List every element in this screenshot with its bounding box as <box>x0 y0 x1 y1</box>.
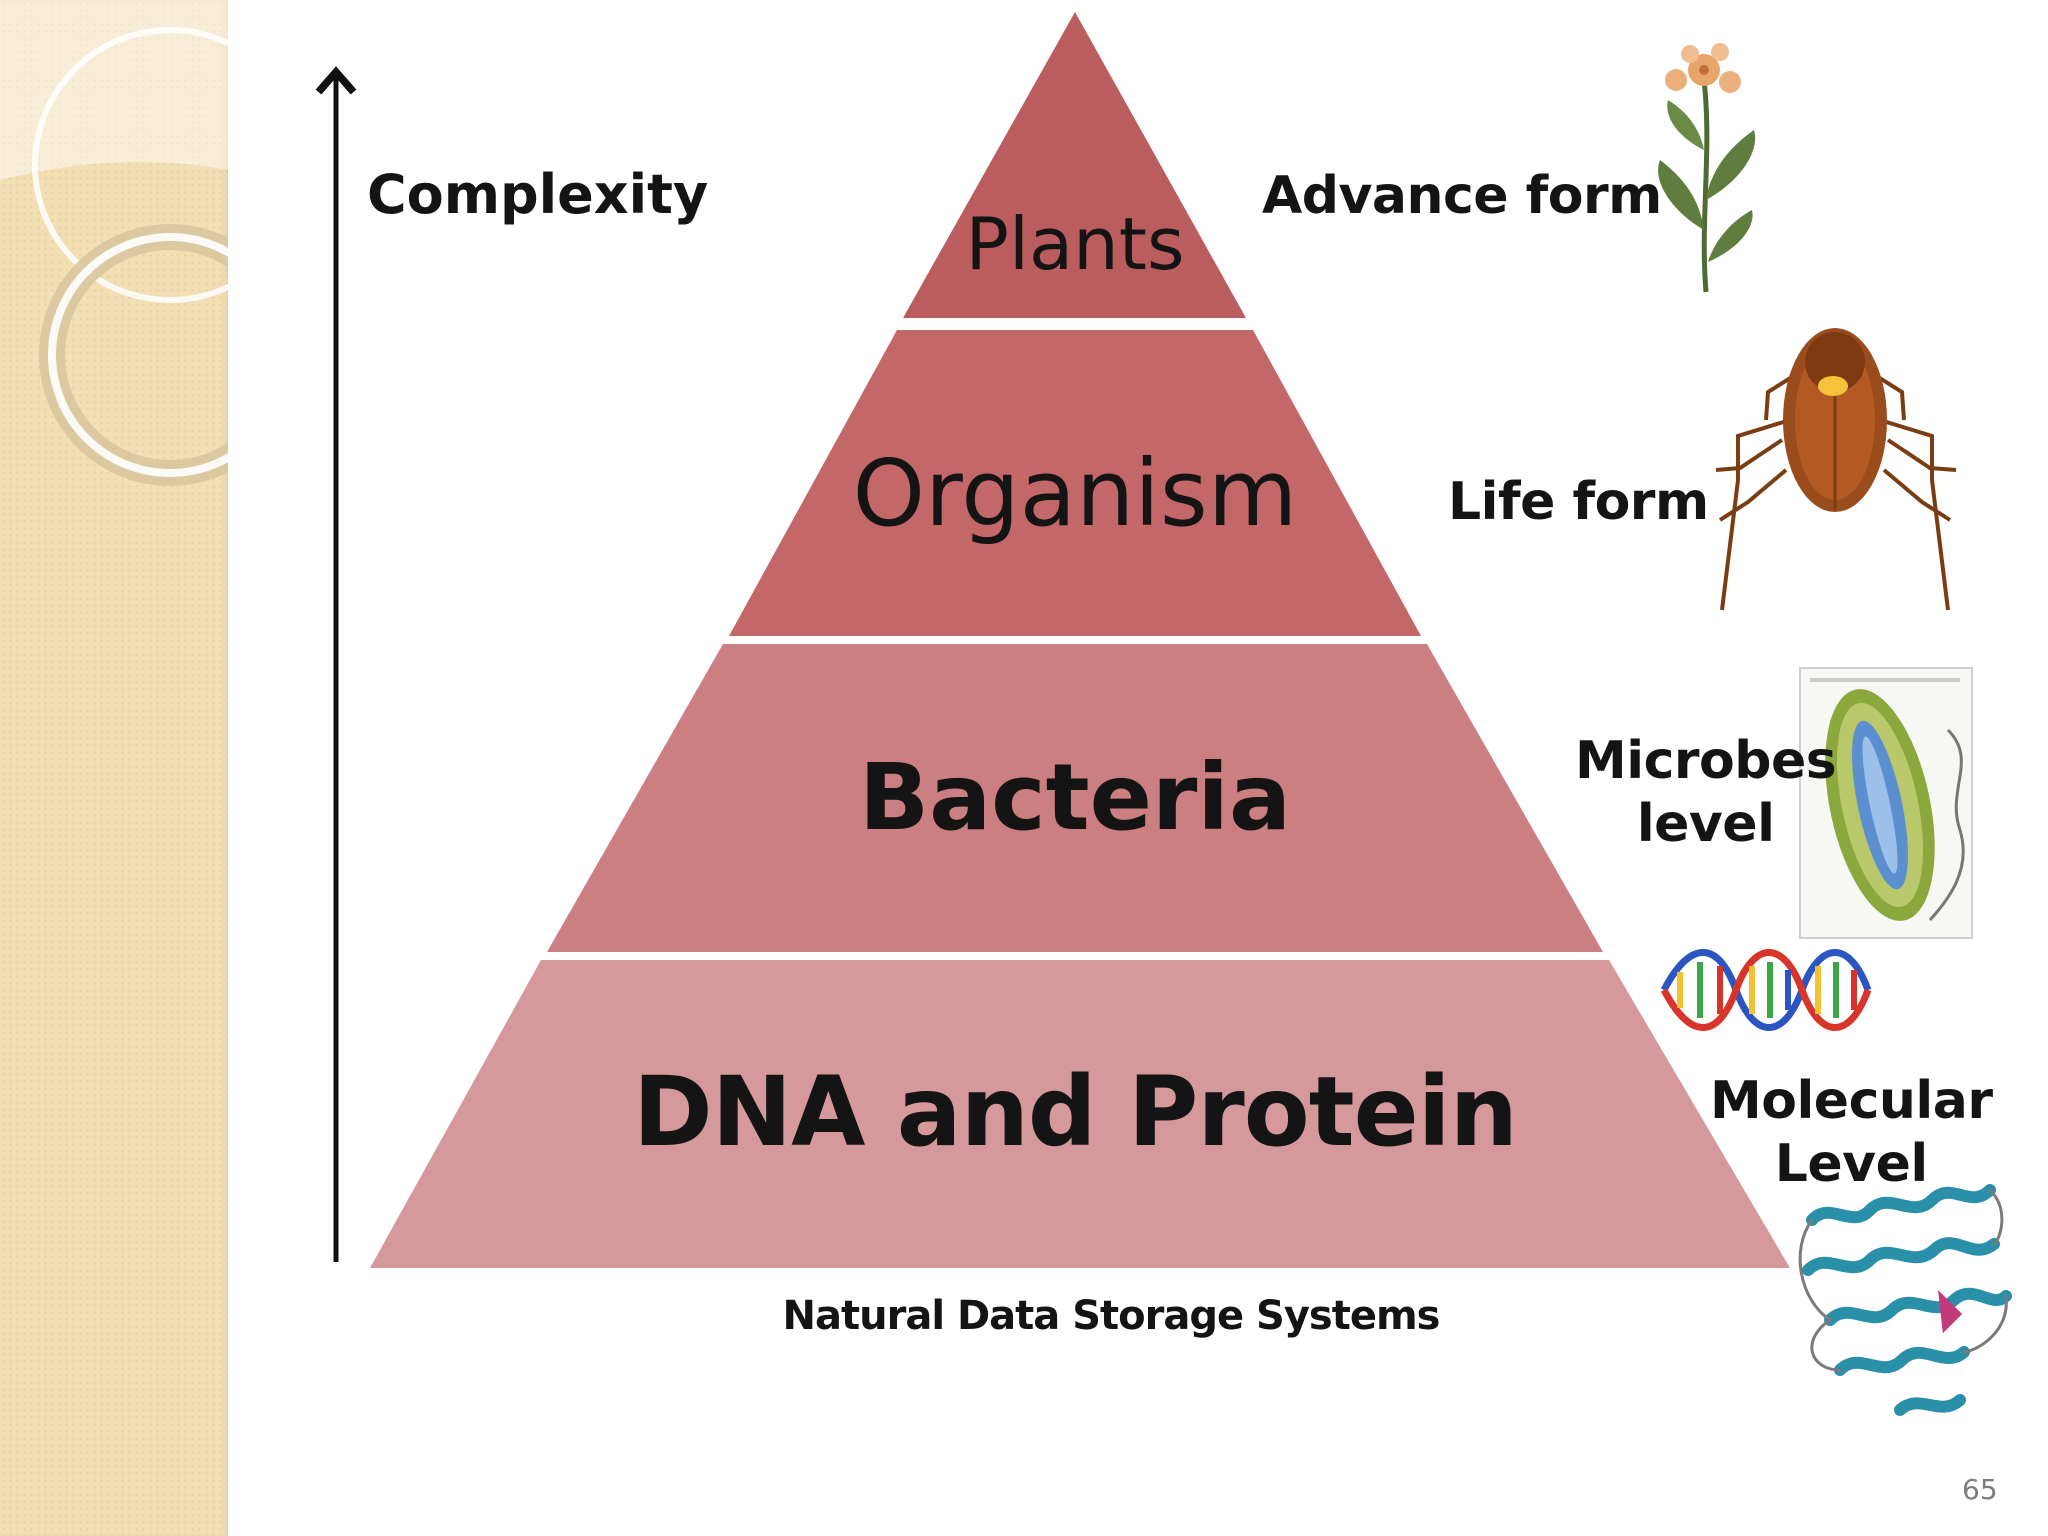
layer-label-bacteria: Bacteria <box>858 744 1292 851</box>
layer-label-dna-protein: DNA and Protein <box>633 1056 1518 1168</box>
bacterium-icon <box>1799 667 1973 939</box>
complexity-axis-label: Complexity <box>367 163 709 226</box>
side-label-life-form: Life form <box>1448 472 1709 532</box>
diagram-caption: Natural Data Storage Systems <box>782 1293 1441 1339</box>
pyramid-layer-organism <box>729 330 1421 636</box>
protein-structure-icon <box>1798 1184 2012 1416</box>
side-label-advance-form: Advance form <box>1262 166 1662 226</box>
layer-label-plants: Plants <box>965 202 1185 286</box>
dna-helix-icon <box>1660 949 1872 1031</box>
pyramid-layer-plants <box>903 12 1246 318</box>
side-label-line: Level <box>1774 1134 1928 1195</box>
side-label-molecular-level: Molecular Level <box>1710 1070 1993 1197</box>
decorative-rings <box>0 0 228 486</box>
pyramid-layer-bacteria <box>547 644 1603 952</box>
layer-label-organism: Organism <box>852 440 1298 547</box>
decorative-side-band <box>0 0 228 1536</box>
side-label-microbes-level: Microbes level <box>1575 730 1837 857</box>
side-label-line: Microbes <box>1575 731 1837 791</box>
flower-icon <box>1658 43 1756 293</box>
side-label-line: level <box>1636 794 1775 855</box>
cockroach-icon <box>1715 328 1957 611</box>
pyramid-layer-dna-protein <box>370 960 1790 1268</box>
side-label-line: Molecular <box>1710 1071 1993 1131</box>
page-number: 65 <box>1962 1473 1998 1506</box>
